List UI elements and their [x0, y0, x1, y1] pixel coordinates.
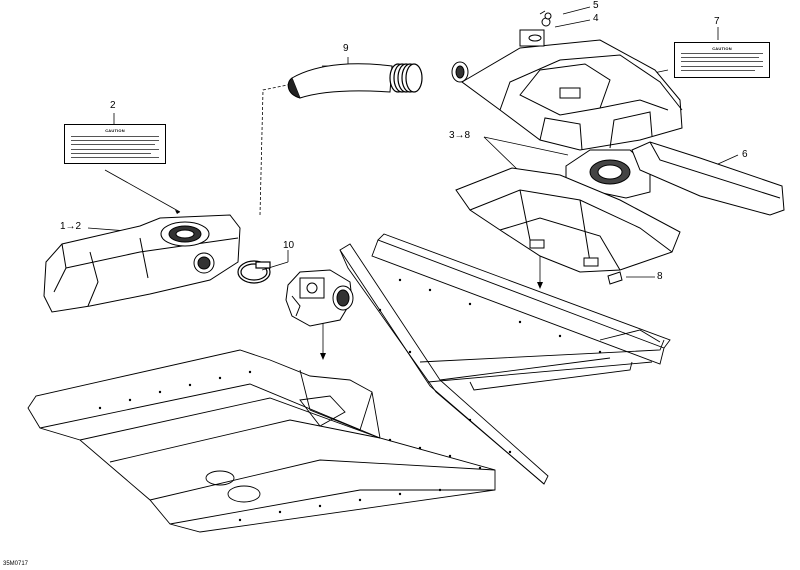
decal-text-line: [71, 149, 159, 150]
hose-clamp: [237, 260, 271, 284]
airbox-cover: [451, 12, 683, 151]
frame-rails: [339, 233, 671, 485]
callout-2: 2: [110, 100, 116, 111]
rivet-dots: [98, 278, 602, 522]
decal-text-line: [681, 66, 763, 67]
figure-code: 35M0717: [3, 561, 29, 567]
warning-decal-left: CAUTION: [64, 124, 166, 164]
decal-text-line: [71, 136, 159, 137]
callout-4: 4: [593, 13, 599, 24]
leader-lines: [87, 6, 739, 358]
callout-8: 8: [657, 271, 663, 282]
throttle-body: [285, 269, 354, 327]
callout-7: 7: [714, 16, 720, 27]
intake-hose: [287, 63, 423, 99]
airbox-base: [455, 167, 681, 285]
callout-1-2: 1→2: [60, 221, 82, 232]
decal-text-line: [681, 53, 763, 54]
decal-title-left: CAUTION: [105, 128, 125, 133]
callout-9: 9: [343, 43, 349, 54]
air-silencer-tank: [43, 214, 241, 313]
callout-5: 5: [593, 0, 599, 11]
trim-panel: [631, 141, 785, 216]
callout-10: 10: [283, 240, 295, 251]
floor-pan: [27, 349, 496, 533]
dashed-link: [259, 83, 293, 216]
decal-title-right: CAUTION: [712, 46, 732, 51]
callout-6: 6: [742, 149, 748, 160]
callout-3-8: 3→8: [449, 130, 471, 141]
decal-text-line: [681, 70, 755, 71]
decal-text-line: [71, 157, 159, 158]
decal-text-line: [71, 140, 159, 141]
arrowheads: [175, 210, 543, 360]
decal-text-line: [681, 61, 763, 62]
decal-text-line: [681, 57, 759, 58]
warning-decal-right: CAUTION: [674, 42, 770, 78]
decal-text-line: [71, 144, 155, 145]
decal-text-line: [71, 153, 151, 154]
